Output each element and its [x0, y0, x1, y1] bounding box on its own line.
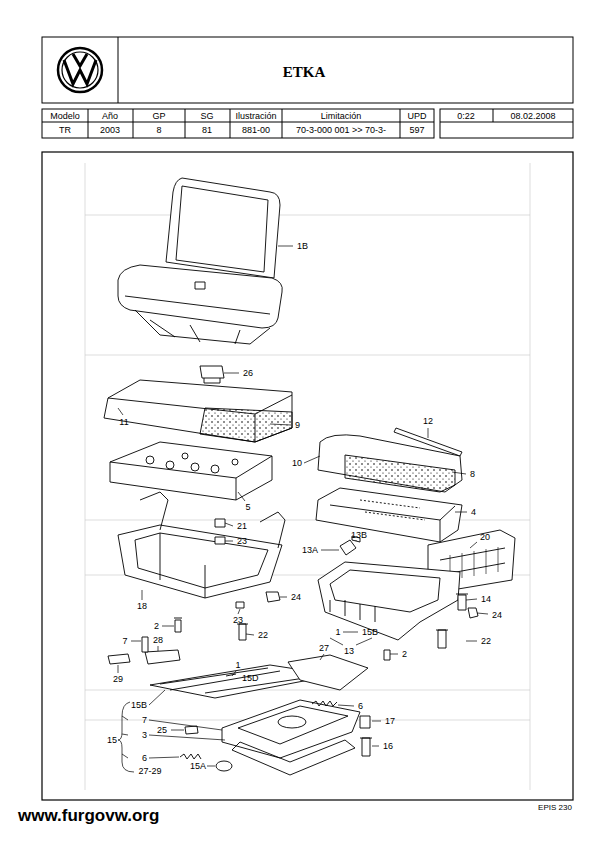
- callout-number: 8: [470, 470, 475, 479]
- footer-text: www.furgovw.org: [18, 807, 159, 824]
- table-cell: 597: [409, 126, 424, 135]
- callout-number: 12: [423, 417, 433, 426]
- callout-number: 22: [481, 637, 491, 646]
- callout-number: 6: [142, 754, 147, 763]
- callout-number: 24: [492, 611, 502, 620]
- callout-number: 5: [245, 503, 250, 512]
- callout-number: 3: [142, 731, 147, 740]
- table-cell: 70-3-000 001 >> 70-3-: [296, 126, 386, 135]
- callout-number: 22: [258, 631, 268, 640]
- callout-number: 20: [480, 533, 490, 542]
- table-cell: Limitación: [321, 112, 362, 121]
- callout-number: 1: [335, 628, 340, 637]
- table-cell: GP: [152, 112, 165, 121]
- table-cell: 81: [202, 126, 212, 135]
- table-cell: 2003: [100, 126, 120, 135]
- callout-number: 15D: [242, 674, 259, 683]
- callout-number: 10: [292, 459, 302, 468]
- table-cell: SG: [200, 112, 213, 121]
- callout-number: 15A: [190, 762, 206, 771]
- table-cell: 8: [156, 126, 161, 135]
- table-cell: Ilustración: [235, 112, 276, 121]
- table-cell: 881-00: [242, 126, 270, 135]
- callout-number: 16: [383, 742, 393, 751]
- callout-number: 23: [237, 537, 247, 546]
- callout-number: 17: [385, 717, 395, 726]
- callout-number: 15B: [362, 628, 378, 637]
- callout-number: 6: [358, 702, 363, 711]
- table-cell: Año: [102, 112, 118, 121]
- callout-number: 29: [113, 675, 123, 684]
- callout-number: 1B: [297, 242, 308, 251]
- callout-number: 2: [402, 650, 407, 659]
- footer-text: EPIS 230: [538, 804, 572, 812]
- table-cell: 08.02.2008: [510, 112, 555, 121]
- callout-number: 2: [154, 622, 159, 631]
- callout-number: 21: [237, 522, 247, 531]
- callout-number: 13: [344, 647, 354, 656]
- callout-number: 1: [235, 661, 240, 670]
- page-title: ETKA: [283, 65, 326, 80]
- callout-number: 24: [291, 593, 301, 602]
- callout-number: 15: [107, 736, 117, 745]
- callout-number: 13A: [302, 546, 318, 555]
- callout-number: 15B: [131, 701, 147, 710]
- callout-number: 9: [295, 421, 300, 430]
- callout-number: 14: [481, 595, 491, 604]
- callout-number: 7: [142, 716, 147, 725]
- callout-number: 4: [471, 508, 476, 517]
- table-cell: Modelo: [50, 112, 80, 121]
- callout-number: 27: [319, 644, 329, 653]
- callout-number: 18: [137, 602, 147, 611]
- table-cell: TR: [59, 126, 71, 135]
- callout-number: 26: [243, 369, 253, 378]
- table-cell: UPD: [407, 112, 426, 121]
- callout-number: 11: [119, 418, 128, 427]
- table-cell: 0:22: [457, 112, 475, 121]
- callout-number: 25: [157, 726, 167, 735]
- callout-number: 7: [122, 637, 127, 646]
- callout-number: 28: [153, 636, 163, 645]
- callout-number: 27-29: [138, 767, 161, 776]
- callout-number: 13B: [351, 531, 367, 540]
- callout-number: 23: [233, 616, 243, 625]
